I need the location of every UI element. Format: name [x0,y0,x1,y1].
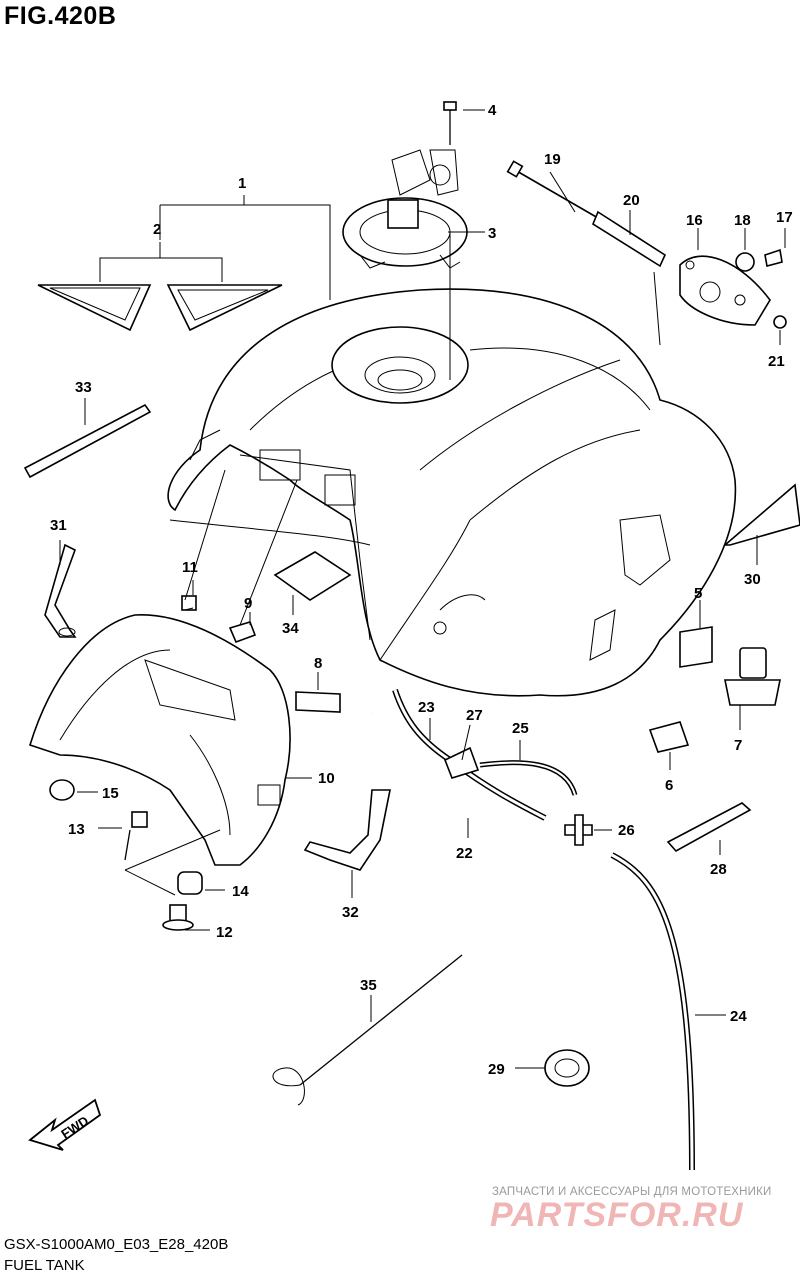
screw-part-17[interactable] [764,248,783,267]
callout-1: 1 [238,175,246,192]
callout-11: 11 [182,559,198,576]
callout-19: 19 [544,151,561,168]
clip-part-27[interactable] [443,746,480,779]
grommet-part-14[interactable] [177,871,203,895]
band-part-28[interactable] [666,802,752,853]
callout-20: 20 [623,192,640,209]
callout-31: 31 [50,517,67,534]
callout-34: 34 [282,620,299,637]
prop-rod-part-35[interactable] [272,954,463,1106]
callout-3: 3 [488,225,496,242]
callout-13: 13 [68,821,85,838]
callout-10: 10 [318,770,335,787]
pad-part-34[interactable] [273,551,352,601]
hose-part-22[interactable] [369,712,614,1181]
hose-part-25[interactable] [479,760,578,796]
callout-21: 21 [768,353,785,370]
bracket-part-16[interactable] [679,255,771,326]
cushion-part-6[interactable] [648,721,690,753]
callout-14: 14 [232,883,249,900]
fuel-tank-part[interactable] [167,288,737,697]
callout-15: 15 [102,785,119,802]
callout-4: 4 [488,102,497,119]
model-code: GSX-S1000AM0_E03_E28_420B [4,1236,229,1253]
callout-22: 22 [456,845,473,862]
callout-33: 33 [75,379,92,396]
forward-arrow-icon: FWD [28,1098,102,1151]
joint-part-26[interactable] [564,814,593,846]
callout-24: 24 [730,1008,747,1025]
fuel-cap-part[interactable] [342,149,468,269]
emblem-set-part[interactable] [37,284,283,332]
callout-29: 29 [488,1061,505,1078]
collar-part-12[interactable] [162,904,194,931]
callout-9: 9 [244,595,252,612]
bracket-part-31[interactable] [44,543,77,638]
callout-6: 6 [665,777,673,794]
hose-part-24[interactable] [610,852,695,1171]
callout-2: 2 [153,221,161,238]
callout-35: 35 [360,977,377,994]
pad-part-5[interactable] [679,626,713,668]
seal-part-30[interactable] [722,483,800,546]
rod-part-19[interactable] [506,160,599,219]
callout-25: 25 [512,720,529,737]
leader-lines [59,109,786,1069]
watermark-logo: PARTSFOR.RU [490,1196,744,1234]
callout-30: 30 [744,571,761,588]
callout-5: 5 [694,585,702,602]
clamp-part-29[interactable] [544,1049,590,1087]
cushion-part-7[interactable] [724,647,781,706]
callout-16: 16 [686,212,703,229]
callout-labels: 1 2 3 4 5 6 7 8 9 10 11 12 13 14 15 16 1… [50,102,793,1078]
pad-part-8[interactable] [295,691,341,713]
callout-32: 32 [342,904,359,921]
callout-17: 17 [776,209,793,226]
cushion-part-11[interactable] [181,595,197,611]
cover-part-10[interactable] [29,614,291,866]
watermark-tagline: ЗАПЧАСТИ И АКСЕССУАРЫ ДЛЯ МОТОТЕХНИКИ [492,1186,772,1198]
callout-27: 27 [466,707,483,724]
callout-8: 8 [314,655,322,672]
sleeve-part-20[interactable] [592,210,667,268]
callout-28: 28 [710,861,727,878]
nut-part-21[interactable] [773,315,787,329]
grommet-part-18[interactable] [735,252,755,272]
callout-7: 7 [734,737,742,754]
grommet-part-15[interactable] [49,779,75,801]
bolt-part-13[interactable] [124,811,148,861]
bolt-part-4[interactable] [443,101,457,145]
callout-26: 26 [618,822,635,839]
bolt-part-9[interactable] [228,621,257,644]
figure-caption: FUEL TANK [4,1257,85,1274]
figure-title: FIG.420B [4,2,117,30]
callout-23: 23 [418,699,435,716]
callout-12: 12 [216,924,233,941]
bracket-part-32[interactable] [303,789,391,871]
callout-18: 18 [734,212,751,229]
cushion-strip-part-33[interactable] [23,403,152,479]
